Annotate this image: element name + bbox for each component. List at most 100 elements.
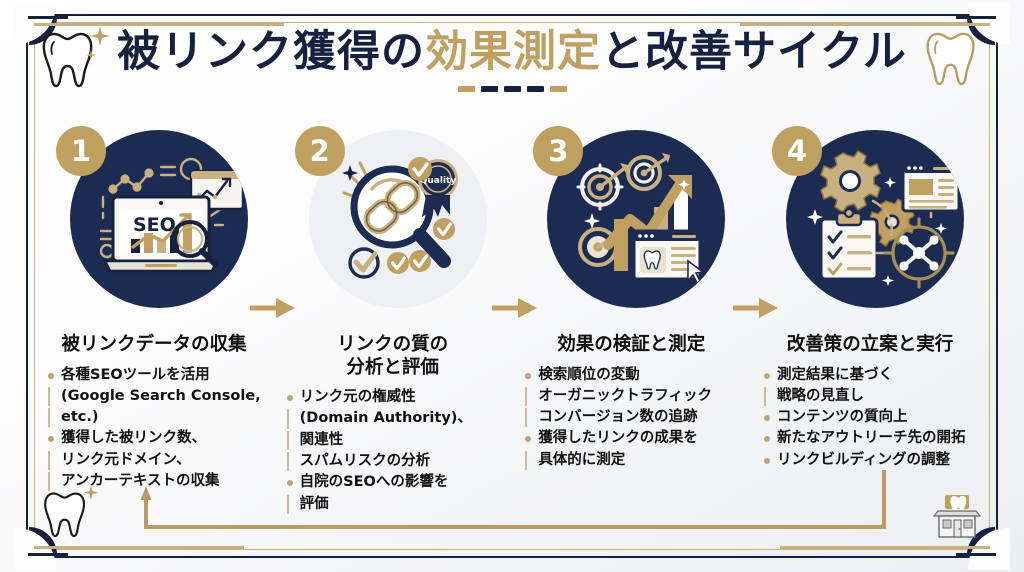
step-2: Quality 2 リンクの質の分析と評価リンク元の権威性 (Domain Auth… (279, 126, 507, 514)
bullet-continuation: コンバージョン数の追跡 (523, 408, 745, 428)
bullet-text: 各種SEOツールを活用 (61, 366, 210, 383)
bullet-item: 測定結果に基づく (762, 366, 984, 385)
bullet-text: 獲得したリンクの成果を (538, 430, 698, 447)
bullet-continuation: (Google Search Console, (46, 386, 268, 407)
gold-cap-top-left (34, 23, 284, 26)
bullet-text: 戦略の見直し (776, 387, 864, 404)
title-dash-divider (0, 86, 1024, 93)
step-bullet-list: 各種SEOツールを活用 (Google Search Console, etc.) 獲… (40, 366, 268, 492)
step-number-badge: 4 (771, 126, 822, 176)
bullet-text: 関連性 (299, 431, 344, 448)
corner-cap-top-left (28, 16, 68, 19)
bullet-item: 検索順位の変動 (523, 366, 745, 385)
bullet-item: コンテンツの質向上 (762, 408, 984, 427)
corner-cap-top-right (956, 16, 996, 19)
bullet-dot-icon (525, 372, 532, 379)
bullet-item: 自院のSEOへの影響を (285, 473, 507, 492)
bullet-text: コンバージョン数の追跡 (538, 409, 698, 426)
bullet-text: スパムリスクの分析 (299, 452, 431, 469)
step-bullet-list: 検索順位の変動オーガニックトラフィックコンバージョン数の追跡獲得したリンクの成果… (517, 366, 745, 470)
bullet-dot-icon (286, 395, 293, 402)
bullet-item: リンクビルディングの調整 (762, 451, 984, 470)
bullet-guide-line (48, 471, 54, 492)
step-bullet-list: リンク元の権威性 (Domain Authority)、関連性スパムリスクの分析自… (279, 388, 507, 514)
corner-notch-bottom-left (14, 528, 56, 570)
bullet-guide-line (286, 494, 293, 514)
bullet-text: 評価 (299, 495, 329, 512)
step-bullet-list: 測定結果に基づく戦略の見直しコンテンツの質向上新たなアウトリーチ先の開拓リンクビ… (756, 366, 984, 470)
bullet-dot-icon (763, 372, 770, 379)
gold-cap-bottom-left (34, 546, 244, 549)
bullet-continuation: 評価 (285, 494, 507, 514)
bullet-text: (Domain Authority)、 (299, 410, 472, 427)
step-title: リンクの質の分析と評価 (279, 334, 507, 379)
svg-text:Quality: Quality (419, 176, 456, 186)
title-dash-4 (526, 86, 544, 93)
bullet-text: アンカーテキストの収集 (61, 472, 220, 489)
step-illustration-holder: SEO 1 (56, 126, 252, 322)
bullet-continuation: リンク元ドメイン、 (46, 450, 268, 470)
step-3: 3 効果の検証と測定検索順位の変動オーガニックトラフィックコンバージョン数の追跡獲… (517, 126, 745, 470)
title-dash-2 (480, 86, 498, 93)
bullet-text: 新たなアウトリーチ先の開拓 (776, 430, 966, 447)
step-illustration-holder: Quality 2 (294, 126, 491, 322)
bullet-item: 各種SEOツールを活用 (46, 366, 268, 385)
bullet-text: リンク元の権威性 (299, 389, 416, 406)
bullet-continuation: オーガニックトラフィック (523, 386, 745, 407)
bullet-continuation: 具体的に測定 (523, 450, 745, 470)
title-part-2: と改善サイクル (601, 27, 907, 77)
bullet-continuation: スパムリスクの分析 (285, 451, 507, 472)
bullet-dot-icon (286, 480, 293, 487)
bullet-dot-icon (48, 436, 54, 443)
bullet-dot-icon (763, 415, 770, 422)
bullet-dot-icon (525, 436, 532, 443)
bullet-text: 具体的に測定 (538, 451, 626, 468)
title-dash-3 (503, 86, 521, 93)
bullet-guide-line (525, 408, 531, 428)
step-number-badge: 1 (56, 126, 106, 176)
title-dash-5 (549, 86, 567, 93)
bullet-text: 検索順位の変動 (538, 366, 640, 383)
step-illustration-holder: 3 (533, 126, 729, 322)
bullet-guide-line (48, 386, 54, 407)
magnifier-chain-quality-badge-icon: Quality (308, 130, 487, 308)
bullet-text: etc.) (61, 409, 99, 426)
bullet-dot-icon (763, 457, 770, 464)
corner-notch-bottom-right (968, 528, 1010, 570)
bullet-text: 自院のSEOへの影響を (299, 474, 449, 491)
bullet-guide-line (48, 450, 54, 470)
bullet-text: リンク元ドメイン、 (61, 451, 191, 468)
gears-checklist-network-icon (785, 130, 964, 308)
bullet-guide-line (286, 409, 293, 429)
bullet-guide-line (525, 450, 531, 470)
bullet-continuation: etc.) (46, 408, 268, 428)
step-title-line: リンクの質の (337, 334, 449, 355)
gold-cap-bottom-right (780, 546, 990, 549)
bullet-dot-icon (48, 372, 54, 379)
svg-text:SEO: SEO (133, 214, 176, 236)
bullet-guide-line (286, 430, 293, 450)
bullet-dot-icon (763, 436, 770, 443)
bullet-guide-line (286, 451, 293, 472)
step-title-line: 分析と評価 (346, 356, 439, 378)
bullet-text: リンクビルディングの調整 (776, 451, 950, 468)
step-title: 効果の検証と測定 (557, 334, 706, 355)
bullet-text: オーガニックトラフィック (538, 387, 713, 404)
bullet-guide-line (525, 386, 531, 407)
bullet-guide-line (763, 386, 770, 407)
bullet-item: 獲得した被リンク数、 (46, 429, 268, 448)
gold-cap-top-right (740, 23, 990, 26)
step-number-badge: 3 (533, 126, 584, 176)
corner-cap-bottom-right (956, 553, 996, 556)
bullet-item: リンク元の権威性 (285, 388, 507, 407)
page-title: 被リンク獲得の効果測定と改善サイクル (0, 27, 1024, 77)
corner-cap-bottom-left (28, 553, 68, 556)
title-part-1: 被リンク獲得の (117, 27, 426, 77)
bullet-item: 獲得したリンクの成果を (523, 429, 745, 448)
title-dash-1 (457, 86, 475, 93)
bullet-continuation: 戦略の見直し (762, 386, 984, 407)
bullet-text: 獲得した被リンク数、 (61, 430, 206, 447)
bullet-guide-line (48, 408, 54, 428)
